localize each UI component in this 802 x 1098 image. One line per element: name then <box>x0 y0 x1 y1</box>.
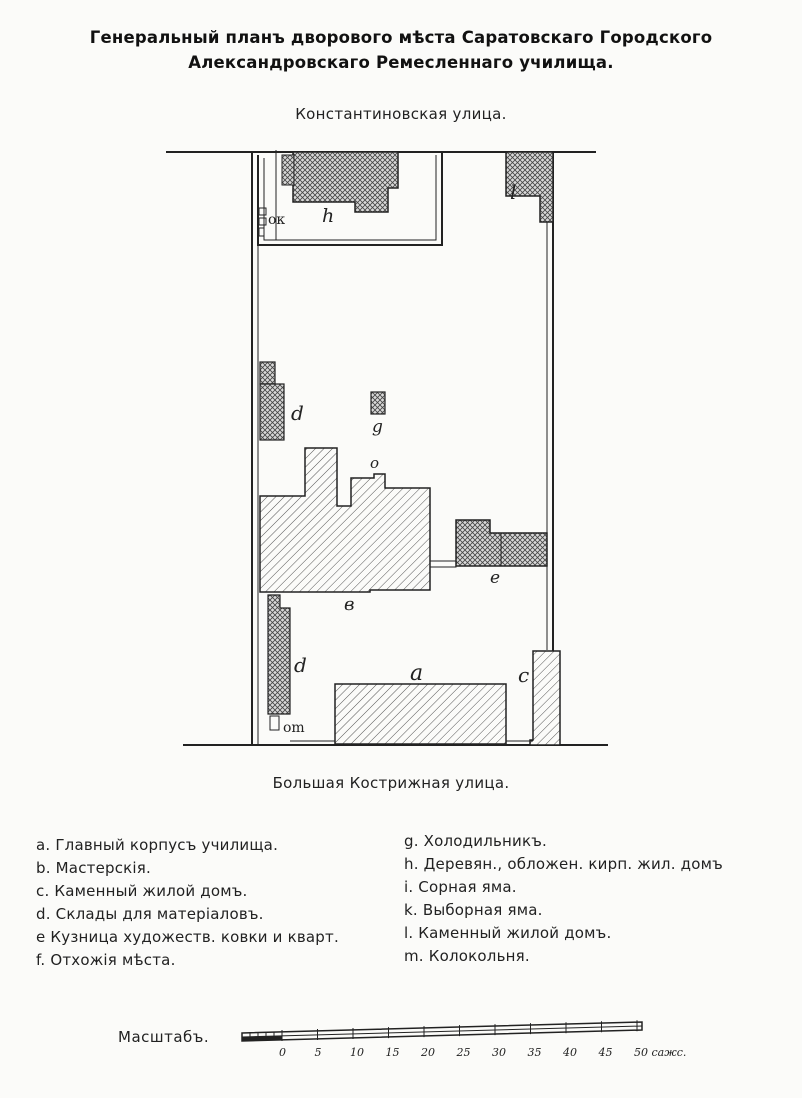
building-h-annex <box>281 154 295 186</box>
plan-label-h: h <box>322 205 334 227</box>
legend-item-m: m. Колокольня. <box>404 947 530 965</box>
plan-title-line1: Генеральный планъ дворового мѣста Сарато… <box>89 28 713 47</box>
scale-tick-label: 50 сажс. <box>634 1046 686 1059</box>
legend-item-c: c. Каменный жилой домъ. <box>36 882 248 900</box>
plan-label-l: l <box>510 180 516 204</box>
building-h <box>292 151 399 213</box>
scale-tick-label: 15 <box>386 1046 400 1059</box>
pit-i <box>258 207 267 216</box>
plan-label-c: c <box>518 663 529 687</box>
building-a <box>334 683 507 745</box>
street-label-top: Константиновская улица. <box>295 105 507 123</box>
building-d-upper <box>259 383 285 441</box>
plan-label-g: g <box>372 417 383 437</box>
plan-label-d-upper: d <box>291 401 304 425</box>
legend-item-h: h. Деревян., обложен. кирп. жил. домъ <box>404 855 723 873</box>
building-c <box>529 650 561 746</box>
plan-label-b: в <box>344 594 354 615</box>
plan-label-a: a <box>410 661 423 686</box>
building-d-upper-small <box>259 361 276 385</box>
legend-item-l: l. Каменный жилой домъ. <box>404 924 612 942</box>
plan-label-ok: ок <box>268 212 285 228</box>
legend-item-e: e Кузница художеств. ковки и кварт. <box>36 928 339 946</box>
legend-item-g: g. Холодильникъ. <box>404 832 548 850</box>
legend-item-i: i. Сорная яма. <box>404 878 517 896</box>
plan-label-d-lower: d <box>294 653 307 677</box>
legend-item-k: k. Выборная яма. <box>404 901 543 919</box>
plan-label-om: оm <box>283 720 305 736</box>
latrine-f <box>269 715 280 731</box>
pit-k <box>258 217 267 226</box>
plan-label-o: o <box>370 454 379 472</box>
pit-i2 <box>258 227 265 237</box>
scale-tick-label: 20 <box>420 1046 435 1059</box>
street-label-bottom: Большая Кострижная улица. <box>272 774 510 792</box>
plan-label-e: e <box>490 568 500 588</box>
scale-bar: 0 5 10 15 20 25 30 35 40 45 50 сажс. <box>241 1020 686 1059</box>
building-d-lower <box>267 594 291 715</box>
scale-tick-label: 5 <box>315 1046 322 1059</box>
building-b <box>259 447 431 593</box>
building-l <box>505 151 554 223</box>
legend-item-a: a. Главный корпусъ училища. <box>36 836 279 854</box>
scale-tick-label: 30 <box>492 1046 506 1059</box>
scale-tick-label: 35 <box>528 1046 542 1059</box>
scale-tick-label: 0 <box>279 1046 286 1059</box>
plan-title-line2: Александровскаго Ремесленнаго училища. <box>188 53 614 72</box>
scale-label: Масштабъ. <box>118 1028 210 1046</box>
legend-right: g. Холодильникъ. h. Деревян., обложен. к… <box>404 830 723 968</box>
building-e-passage <box>429 560 457 568</box>
scale-tick-label: 10 <box>350 1046 364 1059</box>
building-g <box>370 391 386 415</box>
legend-left: a. Главный корпусъ училища. b. Мастерскі… <box>36 834 339 972</box>
legend-item-d: d. Склады для матеріаловъ. <box>36 905 264 923</box>
scale-tick-label: 25 <box>456 1046 471 1059</box>
legend-item-f: f. Отхожія мѣста. <box>36 951 176 969</box>
plot-boundary <box>251 150 554 745</box>
legend-item-b: b. Мастерскія. <box>36 859 151 877</box>
scale-tick-label: 40 <box>562 1046 577 1059</box>
scale-tick-label: 45 <box>598 1046 613 1059</box>
